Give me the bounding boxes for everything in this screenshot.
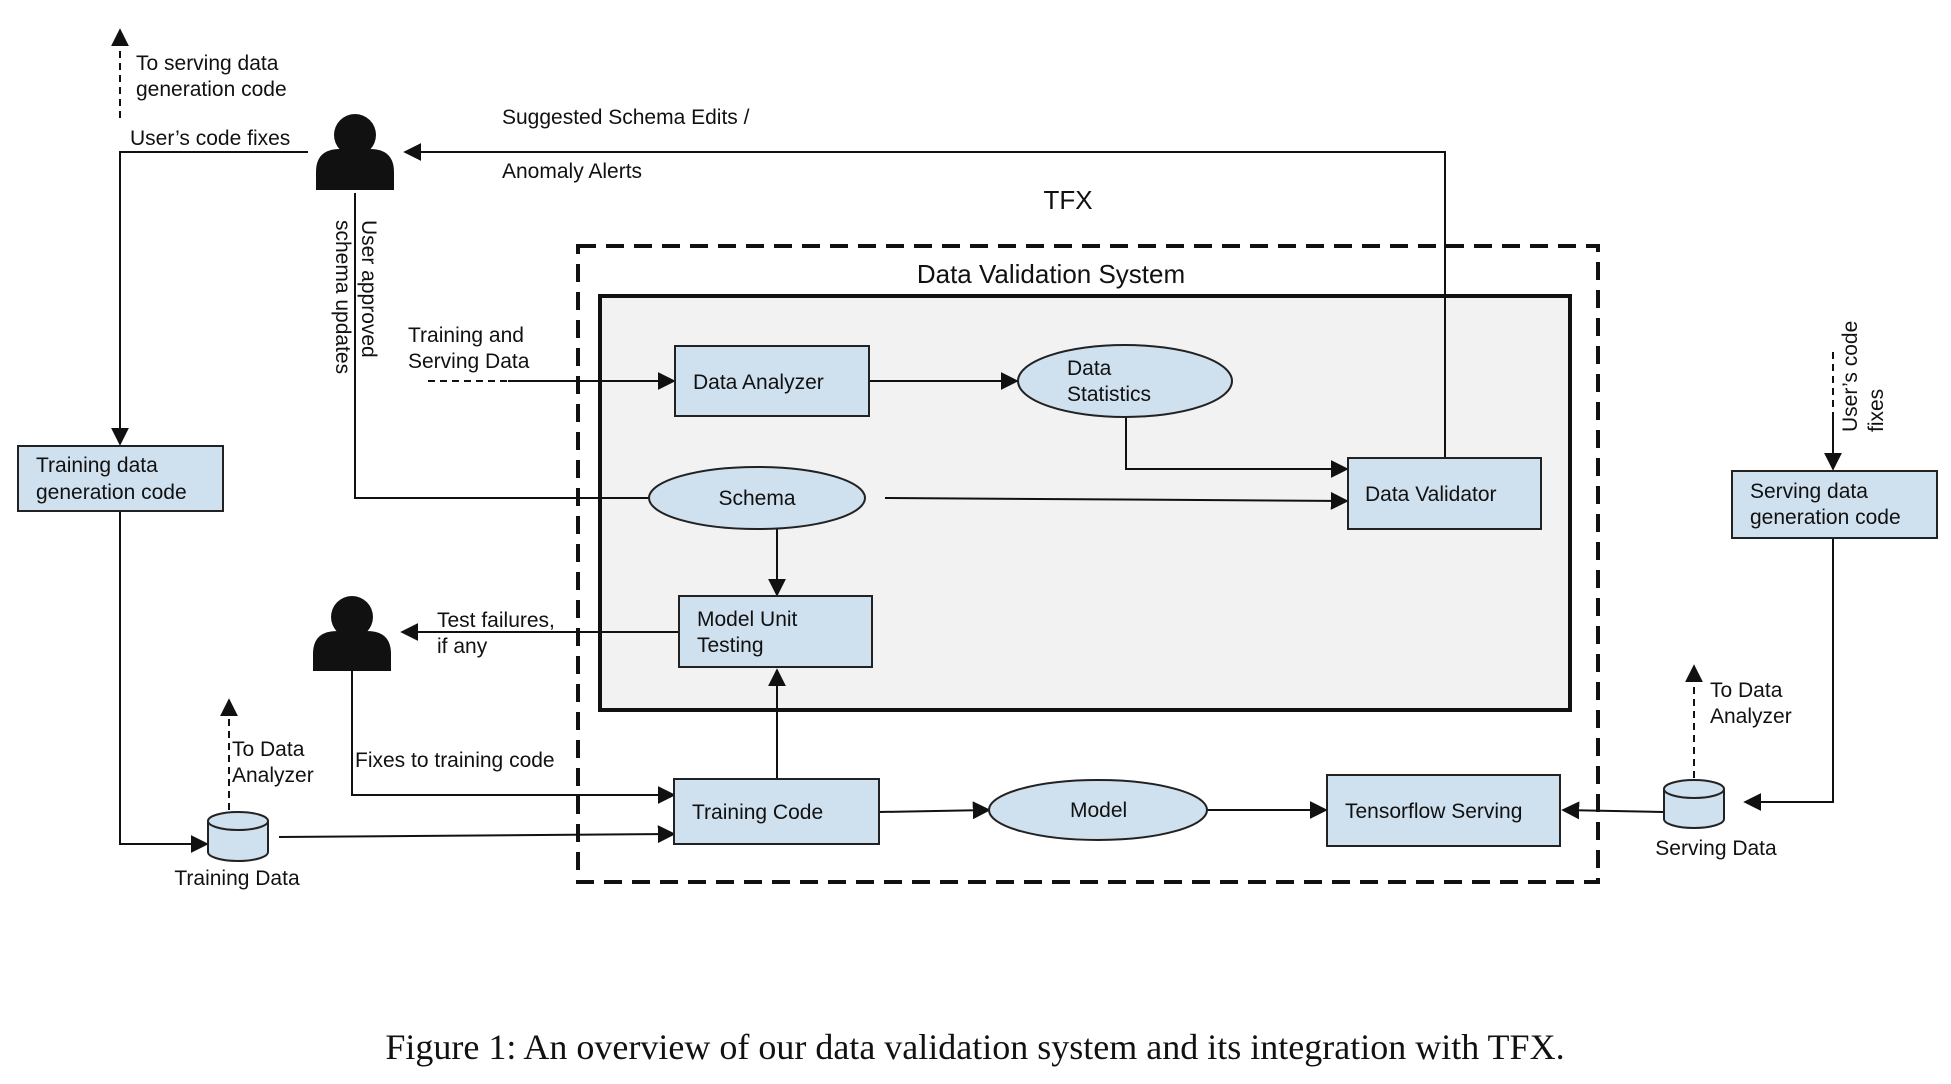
serving-data-label: Serving Data	[1655, 837, 1777, 860]
training-serving-data-label-1: Training and	[408, 324, 524, 347]
edge-serving-gen-to-serving-data	[1743, 538, 1834, 811]
fixes-to-training-code-label: Fixes to training code	[355, 749, 555, 772]
serving-data-cylinder-icon	[1663, 779, 1725, 829]
model-ellipse	[988, 779, 1208, 841]
training-data-generation-code-label-2: generation code	[36, 481, 187, 504]
users-code-fixes-left-label: User’s code fixes	[130, 127, 290, 150]
model-unit-testing-label-1: Model Unit	[697, 608, 798, 631]
training-code-label: Training Code	[692, 801, 823, 824]
edge-statistics-to-validator	[1125, 417, 1349, 478]
edge-training-gen-to-training-data	[119, 511, 209, 853]
to-data-analyzer-left-label-1: To Data	[232, 738, 305, 761]
serving-data-generation-code-box	[1731, 470, 1938, 539]
to-data-analyzer-right-label-2: Analyzer	[1710, 705, 1792, 728]
model-label: Model	[1070, 799, 1127, 822]
user-icon-top	[316, 114, 394, 190]
anomaly-alerts-label: Anomaly Alerts	[502, 160, 642, 183]
tensorflow-serving-box	[1326, 774, 1561, 847]
training-data-label: Training Data	[174, 867, 300, 890]
edge-schema-to-validator	[884, 491, 1349, 510]
test-failures-label-2: if any	[437, 635, 488, 658]
tfx-label: TFX	[1043, 185, 1092, 215]
data-analyzer-label: Data Analyzer	[693, 371, 824, 394]
data-analyzer-box	[674, 345, 870, 417]
to-serving-gen-label-2: generation code	[136, 78, 287, 101]
training-data-generation-code-box	[17, 445, 224, 512]
to-serving-gen-label-1: To serving data	[136, 52, 279, 75]
training-data-generation-code-label-1: Training data	[36, 454, 158, 477]
schema-label: Schema	[718, 487, 795, 510]
test-failures-label-1: Test failures,	[437, 609, 555, 632]
data-statistics-ellipse	[1017, 344, 1233, 418]
suggested-schema-edits-label: Suggested Schema Edits /	[502, 106, 750, 129]
data-validation-system-label: Data Validation System	[917, 259, 1185, 289]
model-unit-testing-label-2: Testing	[697, 634, 764, 657]
users-code-fixes-right-label-2: fixes	[1865, 389, 1888, 432]
tfx-boundary	[576, 244, 1600, 884]
data-statistics-label-1: Data	[1067, 357, 1112, 380]
edge-training-data-to-training-code	[278, 825, 676, 844]
training-code-box	[673, 778, 880, 845]
edge-user-to-training-gen	[111, 151, 308, 446]
to-data-analyzer-right-label-1: To Data	[1710, 679, 1783, 702]
edge-training-code-to-model	[878, 801, 991, 820]
training-data-cylinder-icon	[207, 811, 269, 862]
data-validator-box	[1347, 457, 1542, 530]
data-statistics-label-2: Statistics	[1067, 383, 1151, 406]
edge-user-to-training-code	[351, 671, 676, 804]
edge-serving-data-to-tf-serving	[1561, 801, 1664, 820]
to-data-analyzer-left-label-2: Analyzer	[232, 764, 314, 787]
user-approved-label-1: User approved	[357, 220, 380, 358]
model-unit-testing-box	[678, 595, 873, 668]
figure-caption: Figure 1: An overview of our data valida…	[385, 1027, 1564, 1067]
edge-validator-to-user	[403, 143, 1446, 458]
training-serving-data-label-2: Serving Data	[408, 350, 530, 373]
edge-user-to-schema	[354, 193, 671, 507]
users-code-fixes-right-label-1: User’s code	[1839, 321, 1862, 432]
tensorflow-serving-label: Tensorflow Serving	[1345, 800, 1522, 823]
serving-data-generation-code-label-1: Serving data	[1750, 480, 1868, 503]
user-icon-bottom	[313, 596, 391, 671]
schema-ellipse	[648, 466, 866, 530]
data-validator-label: Data Validator	[1365, 483, 1497, 506]
serving-data-generation-code-label-2: generation code	[1750, 506, 1901, 529]
user-approved-label-2: schema updates	[331, 220, 354, 374]
